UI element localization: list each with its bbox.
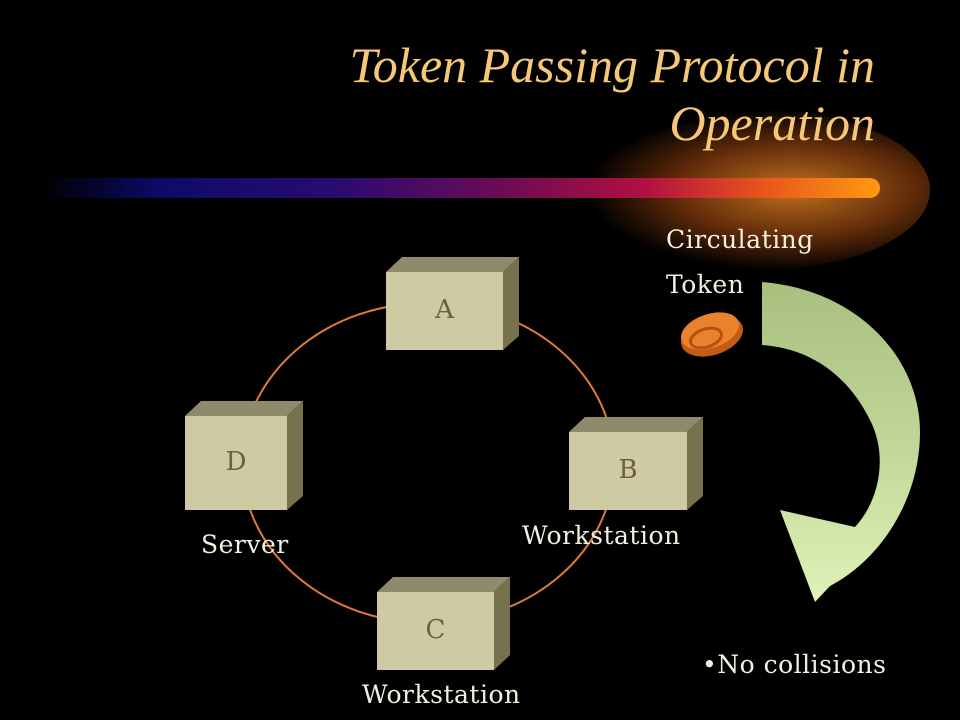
node-a-box (386, 257, 519, 350)
title-line-1: Token Passing Protocol in (349, 37, 875, 93)
node-a-label: A (435, 295, 454, 325)
node-c-label: C (425, 615, 446, 645)
slide-title: Token Passing Protocol in Operation (175, 36, 875, 152)
token-label-line-1: Circulating (666, 225, 814, 254)
node-b-box (569, 417, 703, 510)
title-line-2: Operation (669, 95, 875, 151)
token-icon (680, 312, 743, 357)
node-d-box (185, 401, 303, 510)
node-b-caption: Workstation (522, 521, 681, 550)
node-b-label: B (618, 455, 638, 485)
circulation-arrow (762, 282, 920, 602)
bullet-item: •No collisions (702, 650, 886, 679)
node-c-caption: Workstation (362, 680, 521, 709)
title-beam (40, 178, 880, 198)
token-label-line-2: Token (666, 270, 745, 299)
bullet-text: No collisions (717, 650, 887, 679)
node-d-caption: Server (201, 530, 289, 559)
node-d-label: D (225, 447, 247, 477)
node-c-box (377, 577, 510, 670)
bullet-icon: • (702, 650, 718, 679)
